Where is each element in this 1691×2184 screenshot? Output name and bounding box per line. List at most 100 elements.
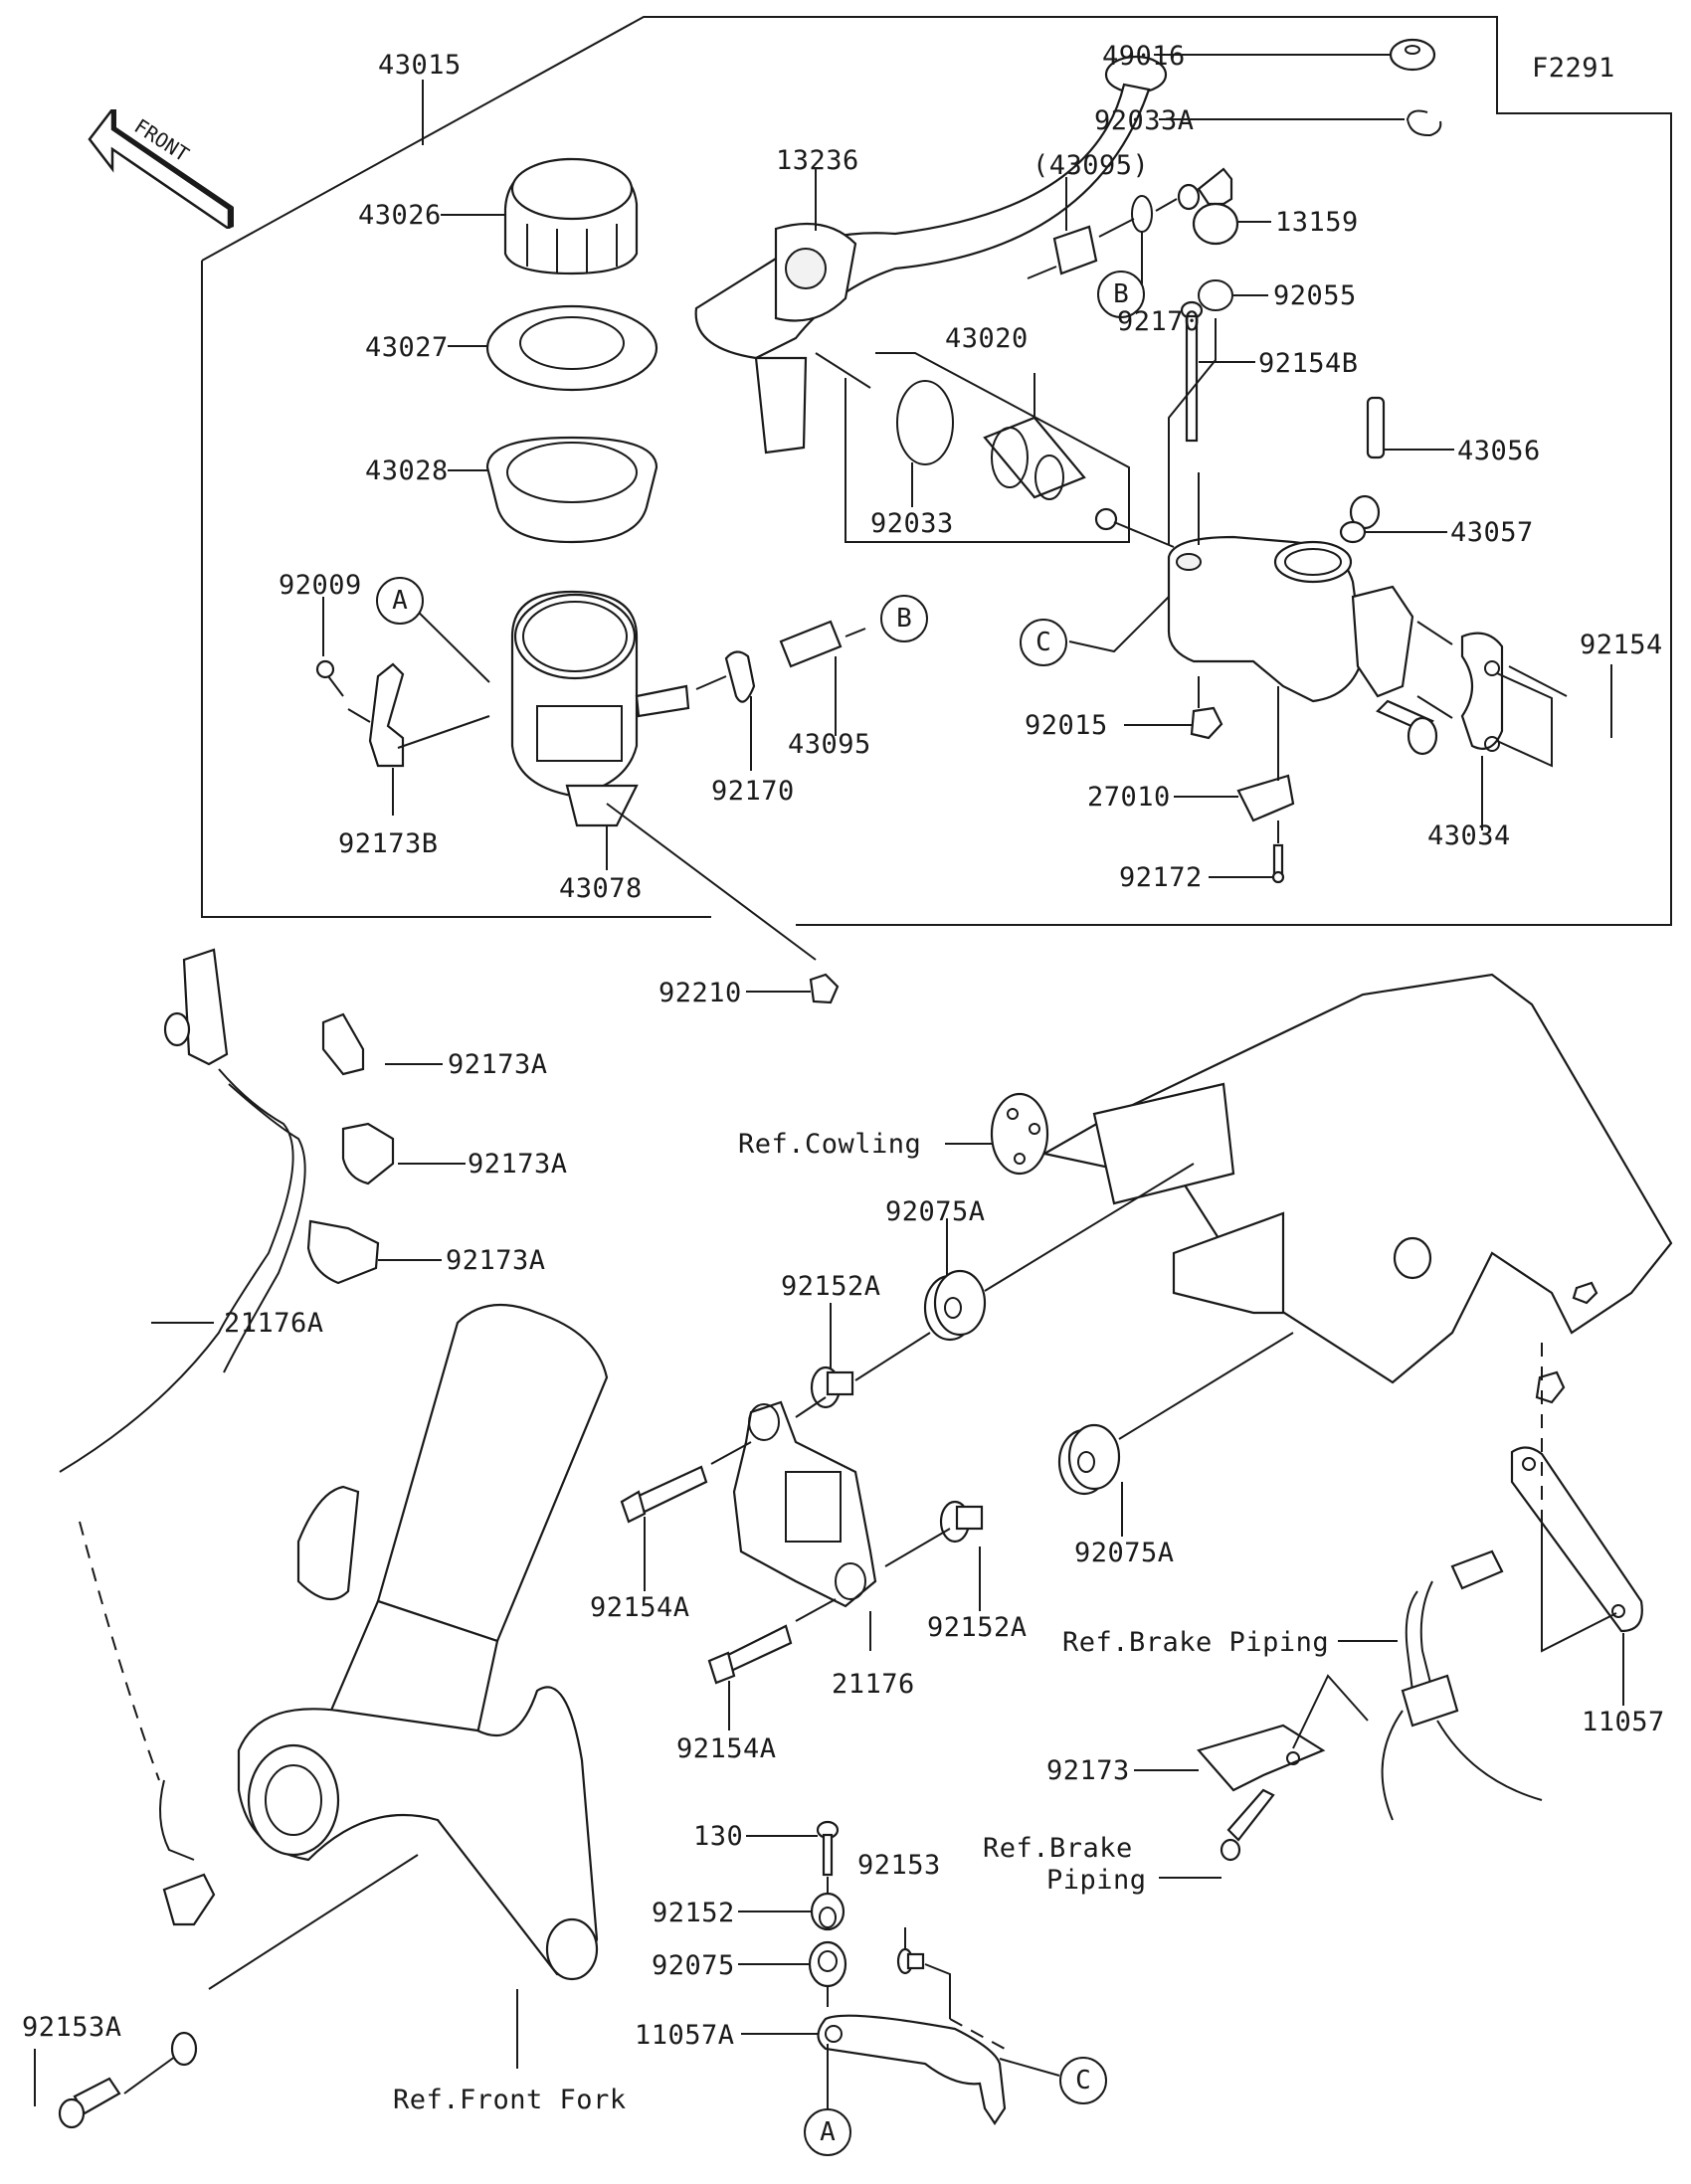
imu-sensor-21176 xyxy=(732,1400,877,1608)
part-label-43057: 43057 xyxy=(1450,517,1534,548)
sensor-bolt-92153A xyxy=(58,2077,121,2129)
switch-screw-92172 xyxy=(1271,843,1285,884)
part-label-49016: 49016 xyxy=(1102,41,1186,72)
part-label-11057A: 11057A xyxy=(635,2020,735,2051)
part-label-13159: 13159 xyxy=(1275,207,1359,238)
part-label-92152: 92152 xyxy=(652,1898,735,1928)
part-label-43056: 43056 xyxy=(1457,436,1541,466)
part-label-92173B: 92173B xyxy=(338,828,439,859)
part-label-43028: 43028 xyxy=(365,455,449,486)
hose-clamp xyxy=(724,650,756,703)
clamp-92173 xyxy=(1197,1724,1326,1792)
reservoir-cap xyxy=(503,157,639,275)
part-label-43034: 43034 xyxy=(1427,820,1511,851)
part-label-11057: 11057 xyxy=(1582,1707,1665,1737)
bolt-92154A-lower xyxy=(707,1624,793,1685)
grommet-92075A-upper xyxy=(923,1269,987,1342)
cowling-stay-frame xyxy=(990,973,1673,1404)
reservoir-tank xyxy=(510,590,690,827)
part-label-130: 130 xyxy=(693,1821,744,1852)
part-label-92173A-1: 92173A xyxy=(448,1049,548,1080)
part-label-27010: 27010 xyxy=(1087,782,1171,813)
part-label-92075A-upper: 92075A xyxy=(885,1196,986,1227)
ref-marker-b-mid: B xyxy=(880,595,928,642)
part-label-92154A-upper: 92154A xyxy=(590,1592,690,1623)
part-label-92170-top: 92170 xyxy=(1117,306,1201,337)
bleeder-valve xyxy=(1366,396,1386,459)
part-label-43095: 43095 xyxy=(788,729,871,760)
pivot-bolt-92154B xyxy=(1180,300,1204,443)
part-label-92015: 92015 xyxy=(1025,710,1108,741)
bracket-11057A xyxy=(817,2014,1007,2125)
clip-92173A-3 xyxy=(306,1219,380,1285)
part-label-92173A-3: 92173A xyxy=(446,1245,546,1276)
part-label-92154A-lower: 92154A xyxy=(676,1733,777,1764)
part-label-43015: 43015 xyxy=(378,50,462,81)
part-label-92170: 92170 xyxy=(711,776,795,807)
ref-marker-c-bottom: C xyxy=(1059,2057,1107,2104)
bolt-92154A-upper xyxy=(620,1465,708,1524)
part-label-92009: 92009 xyxy=(279,570,362,601)
cap-49016 xyxy=(1389,38,1436,72)
banjo-fitting xyxy=(1339,494,1381,544)
part-label-21176A: 21176A xyxy=(224,1308,324,1339)
o-ring-92055 xyxy=(1198,279,1233,311)
brake-piping xyxy=(1381,1549,1543,1821)
screw-brake-piping xyxy=(1220,1788,1275,1862)
part-label-92152A-upper: 92152A xyxy=(781,1271,881,1302)
clamp-bolt-92154 xyxy=(1376,699,1438,756)
part-label-92033: 92033 xyxy=(870,508,954,539)
collar-92152A-lower xyxy=(939,1500,984,1544)
part-label-92210: 92210 xyxy=(658,978,742,1008)
ref-label-front-fork: Ref.Front Fork xyxy=(393,2085,627,2115)
assembly-boundary xyxy=(201,16,1672,926)
diaphragm xyxy=(485,436,658,544)
hose-clamp-top xyxy=(1131,195,1153,233)
reservoir-bracket xyxy=(368,662,405,768)
piston-assembly xyxy=(983,416,1118,531)
screw-92009 xyxy=(315,659,344,697)
diaphragm-plate xyxy=(485,304,658,392)
screw-92153 xyxy=(896,1947,925,1975)
figure-code: F2291 xyxy=(1532,53,1615,84)
hose-43095-top xyxy=(1052,225,1098,275)
part-label-92153A: 92153A xyxy=(22,2012,122,2043)
ref-marker-a-bottom: A xyxy=(804,2108,851,2156)
wheel-speed-sensor xyxy=(162,1873,216,2067)
brake-light-switch xyxy=(1236,774,1295,822)
part-label-43027: 43027 xyxy=(365,332,449,363)
ref-label-brake-piping-2a: Ref.Brake xyxy=(983,1833,1133,1864)
part-label-43026: 43026 xyxy=(358,200,442,231)
part-label-92172: 92172 xyxy=(1119,862,1203,893)
collar-92152A-upper xyxy=(810,1365,854,1409)
clip-92173A-1 xyxy=(321,1012,365,1076)
handlebar-clamp xyxy=(1460,632,1504,752)
piston-kit-box xyxy=(845,352,1130,543)
bolt-130 xyxy=(816,1820,840,1877)
part-label-43078: 43078 xyxy=(559,873,643,904)
ref-marker-c-top: C xyxy=(1020,619,1067,666)
collar-92152 xyxy=(810,1892,846,1931)
ref-label-brake-piping-2b: Piping xyxy=(1046,1865,1147,1896)
ref-marker-a-top: A xyxy=(376,577,424,625)
part-label-43095-paren: (43095) xyxy=(1033,150,1150,181)
assembly-boundary-left xyxy=(201,261,711,918)
part-label-92075A-lower: 92075A xyxy=(1074,1538,1175,1568)
part-label-92055: 92055 xyxy=(1273,280,1357,311)
part-label-21176: 21176 xyxy=(832,1669,915,1700)
hose xyxy=(779,620,843,668)
part-label-92153: 92153 xyxy=(857,1850,941,1881)
ref-marker-b-top: B xyxy=(1097,271,1145,318)
part-label-92154: 92154 xyxy=(1580,630,1663,660)
part-label-43020: 43020 xyxy=(945,323,1029,354)
grommet-92075A-lower xyxy=(1057,1423,1121,1496)
brake-lever xyxy=(694,55,1168,455)
part-label-13236: 13236 xyxy=(776,145,859,176)
circlip-92033A xyxy=(1406,109,1442,137)
master-cylinder-body xyxy=(1167,535,1414,703)
sensor-harness xyxy=(59,948,306,1861)
elbow-fitting-13159 xyxy=(1177,167,1239,246)
part-label-92173: 92173 xyxy=(1046,1755,1130,1786)
stay-11057 xyxy=(1510,1446,1643,1633)
